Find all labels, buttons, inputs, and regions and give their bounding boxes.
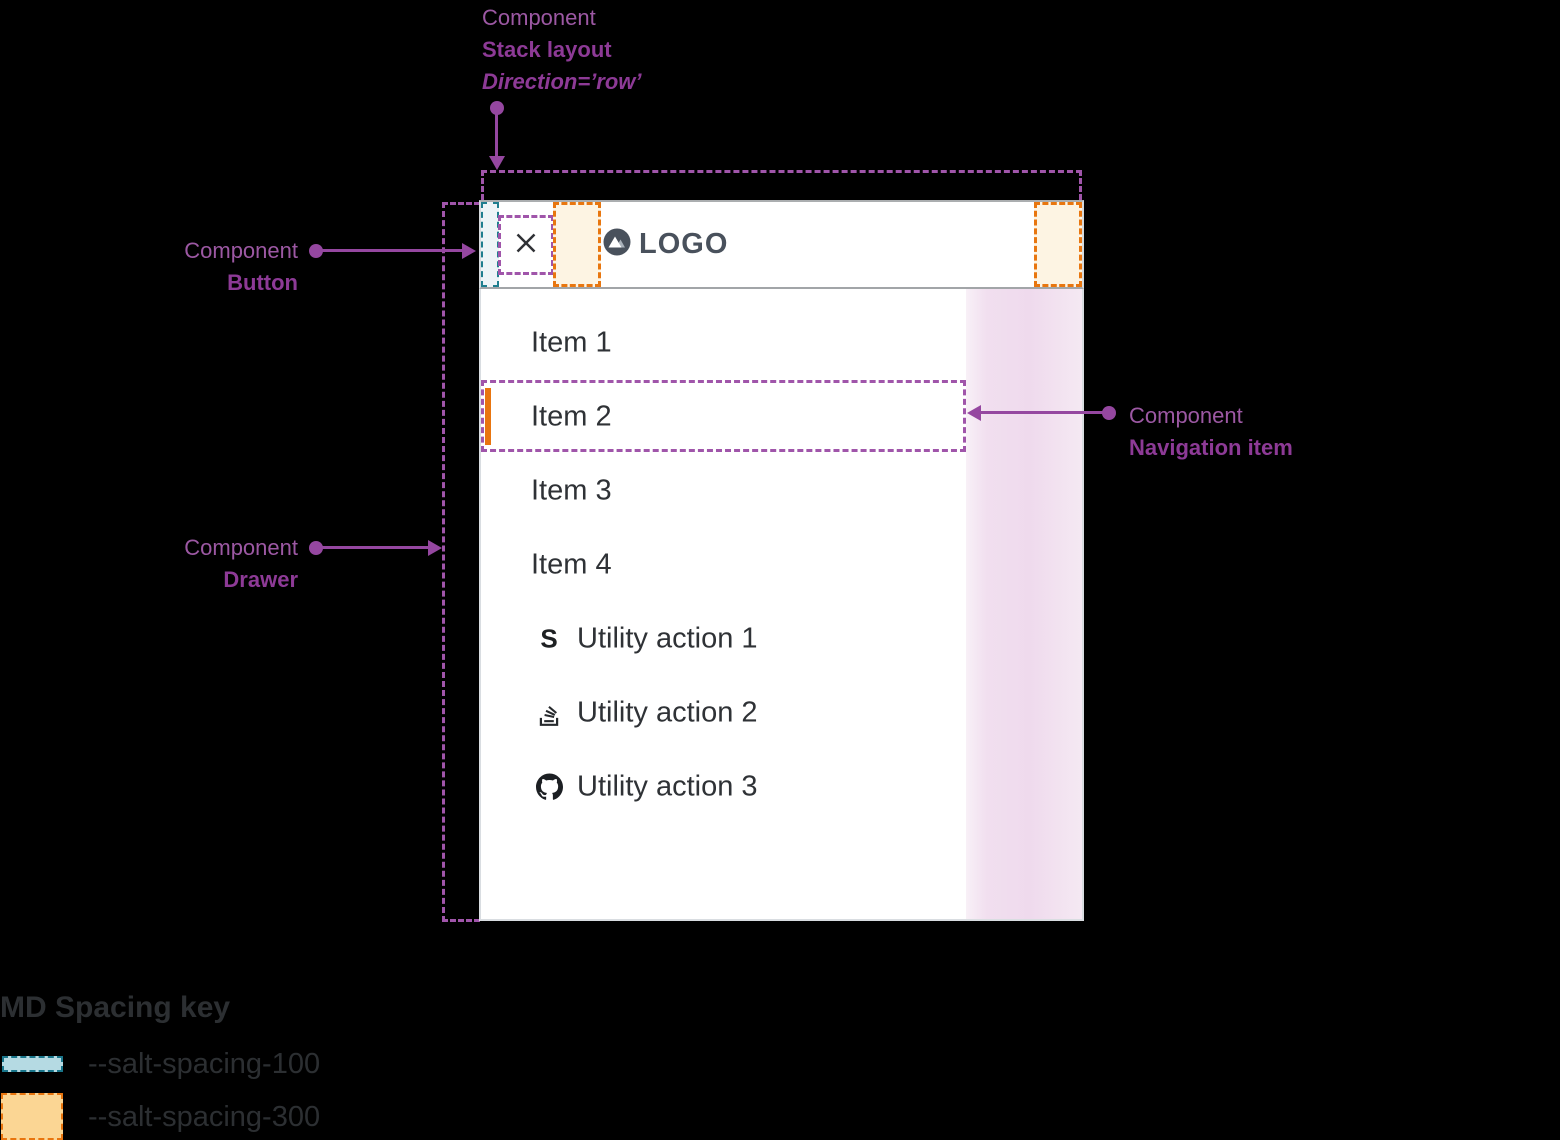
annotation-drawer: Component Drawer: [140, 532, 298, 596]
utility-label: Utility action 2: [577, 696, 758, 729]
active-indicator: [485, 388, 491, 445]
annotation-subtitle: Direction=’row’: [482, 69, 642, 94]
connector-line: [981, 411, 1109, 414]
connector-line: [316, 249, 462, 252]
app-background-panel: [966, 289, 1082, 919]
annotation-button: Component Button: [140, 235, 298, 299]
annotation-eyebrow: Component: [482, 5, 596, 30]
spacing-key-title: MD Spacing key: [0, 991, 231, 1024]
arrowhead-right-icon: [462, 243, 476, 259]
drawer-outline: [442, 202, 445, 922]
spacing-300-label: --salt-spacing-300: [88, 1101, 321, 1133]
spacing-300-swatch: [1, 1093, 63, 1140]
connector-dot: [1102, 406, 1116, 420]
nav-item-1[interactable]: Item 1: [531, 327, 612, 360]
connector-line: [316, 546, 428, 549]
stack-overflow-icon: [535, 700, 563, 726]
annotation-navigation-item: Component Navigation item: [1129, 400, 1293, 464]
arrowhead-left-icon: [967, 405, 981, 421]
annotation-eyebrow: Component: [1129, 403, 1243, 428]
annotation-title: Button: [227, 270, 298, 295]
mountain-logo-icon: [603, 228, 631, 261]
drawer-outline: [442, 919, 480, 922]
arrowhead-right-icon: [428, 540, 442, 556]
nav-item-2[interactable]: Item 2: [531, 401, 612, 434]
utility-label: Utility action 3: [577, 770, 758, 803]
drawer-outline: [442, 202, 480, 205]
spacing-300-strip: [1034, 202, 1082, 287]
navigation-item-outline: [481, 380, 966, 452]
close-button[interactable]: [498, 215, 554, 275]
nav-item-label: Item 4: [531, 548, 612, 581]
annotation-stack-layout: Component Stack layout Direction=’row’: [482, 2, 642, 98]
nav-item-label: Item 1: [531, 326, 612, 359]
drawer-body: Item 1 Item 2 Item 3 Item 4 S Utility ac…: [479, 289, 1084, 921]
stack-layout-outline: [481, 170, 1082, 200]
annotation-eyebrow: Component: [184, 535, 298, 560]
arrowhead-down-icon: [489, 156, 505, 170]
nav-item-4[interactable]: Item 4: [531, 549, 612, 582]
drawer-header: LOGO: [479, 200, 1084, 289]
spacing-100-label: --salt-spacing-100: [88, 1048, 321, 1080]
utility-action-2[interactable]: Utility action 2: [535, 697, 758, 730]
nav-item-3[interactable]: Item 3: [531, 475, 612, 508]
utility-action-3[interactable]: Utility action 3: [535, 771, 758, 804]
annotation-title: Drawer: [223, 567, 298, 592]
utility-action-1[interactable]: S Utility action 1: [535, 622, 758, 656]
utility-label: Utility action 1: [577, 622, 758, 655]
close-icon: [515, 232, 537, 259]
annotation-title: Navigation item: [1129, 435, 1293, 460]
connector-line: [495, 108, 498, 160]
nav-item-label: Item 3: [531, 474, 612, 507]
annotation-title: Stack layout: [482, 37, 612, 62]
s-letter-icon: S: [540, 623, 558, 654]
logo[interactable]: LOGO: [603, 202, 728, 287]
spacing-300-strip: [553, 202, 601, 287]
nav-item-label: Item 2: [531, 400, 612, 433]
annotation-eyebrow: Component: [184, 238, 298, 263]
spacing-100-swatch: [2, 1056, 63, 1072]
spacing-100-strip: [481, 202, 499, 287]
github-icon: [535, 773, 563, 801]
logo-text: LOGO: [639, 228, 729, 260]
